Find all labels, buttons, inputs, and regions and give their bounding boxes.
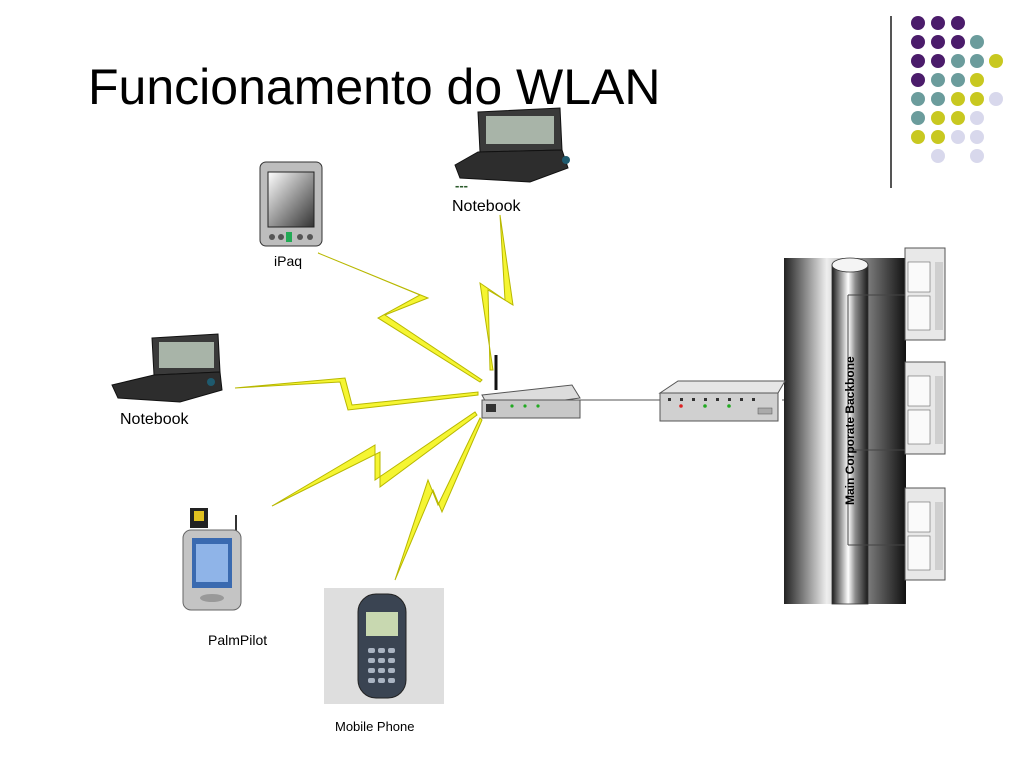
palmpilot-device	[182, 508, 242, 611]
network-switch	[658, 380, 786, 422]
backbone-label: Main Corporate Backbone	[843, 356, 857, 505]
palmpilot-label: PalmPilot	[208, 632, 268, 648]
decorative-dot-grid	[911, 16, 1003, 163]
title-divider	[890, 16, 892, 188]
wireless-bolt-palmpilot	[271, 411, 478, 507]
mobile-phone-photo	[324, 588, 444, 704]
notebook-top-dashes: ---	[455, 178, 468, 193]
server-tower-2	[904, 361, 946, 455]
wireless-bolt-ipaq	[317, 252, 483, 383]
server-tower-1	[904, 247, 946, 341]
wireless-access-point	[481, 355, 581, 419]
wireless-bolt-notebook-left	[234, 377, 479, 411]
corporate-backbone: Main Corporate Backbone	[784, 257, 906, 605]
notebook-top-label: Notebook	[452, 198, 521, 215]
notebook-left-label: Notebook	[120, 411, 189, 428]
slide-title: Funcionamento do WLAN	[88, 59, 661, 115]
notebook-top-device	[454, 107, 570, 183]
mobile-phone-label: Mobile Phone	[335, 719, 415, 734]
server-tower-3	[904, 487, 946, 581]
ipaq-device	[259, 161, 323, 247]
wireless-signal-bolts	[234, 214, 514, 581]
wireless-bolt-notebook-top	[479, 214, 514, 371]
wireless-bolt-phone	[394, 417, 483, 581]
notebook-left-device	[111, 333, 223, 403]
ipaq-label: iPaq	[274, 253, 303, 269]
